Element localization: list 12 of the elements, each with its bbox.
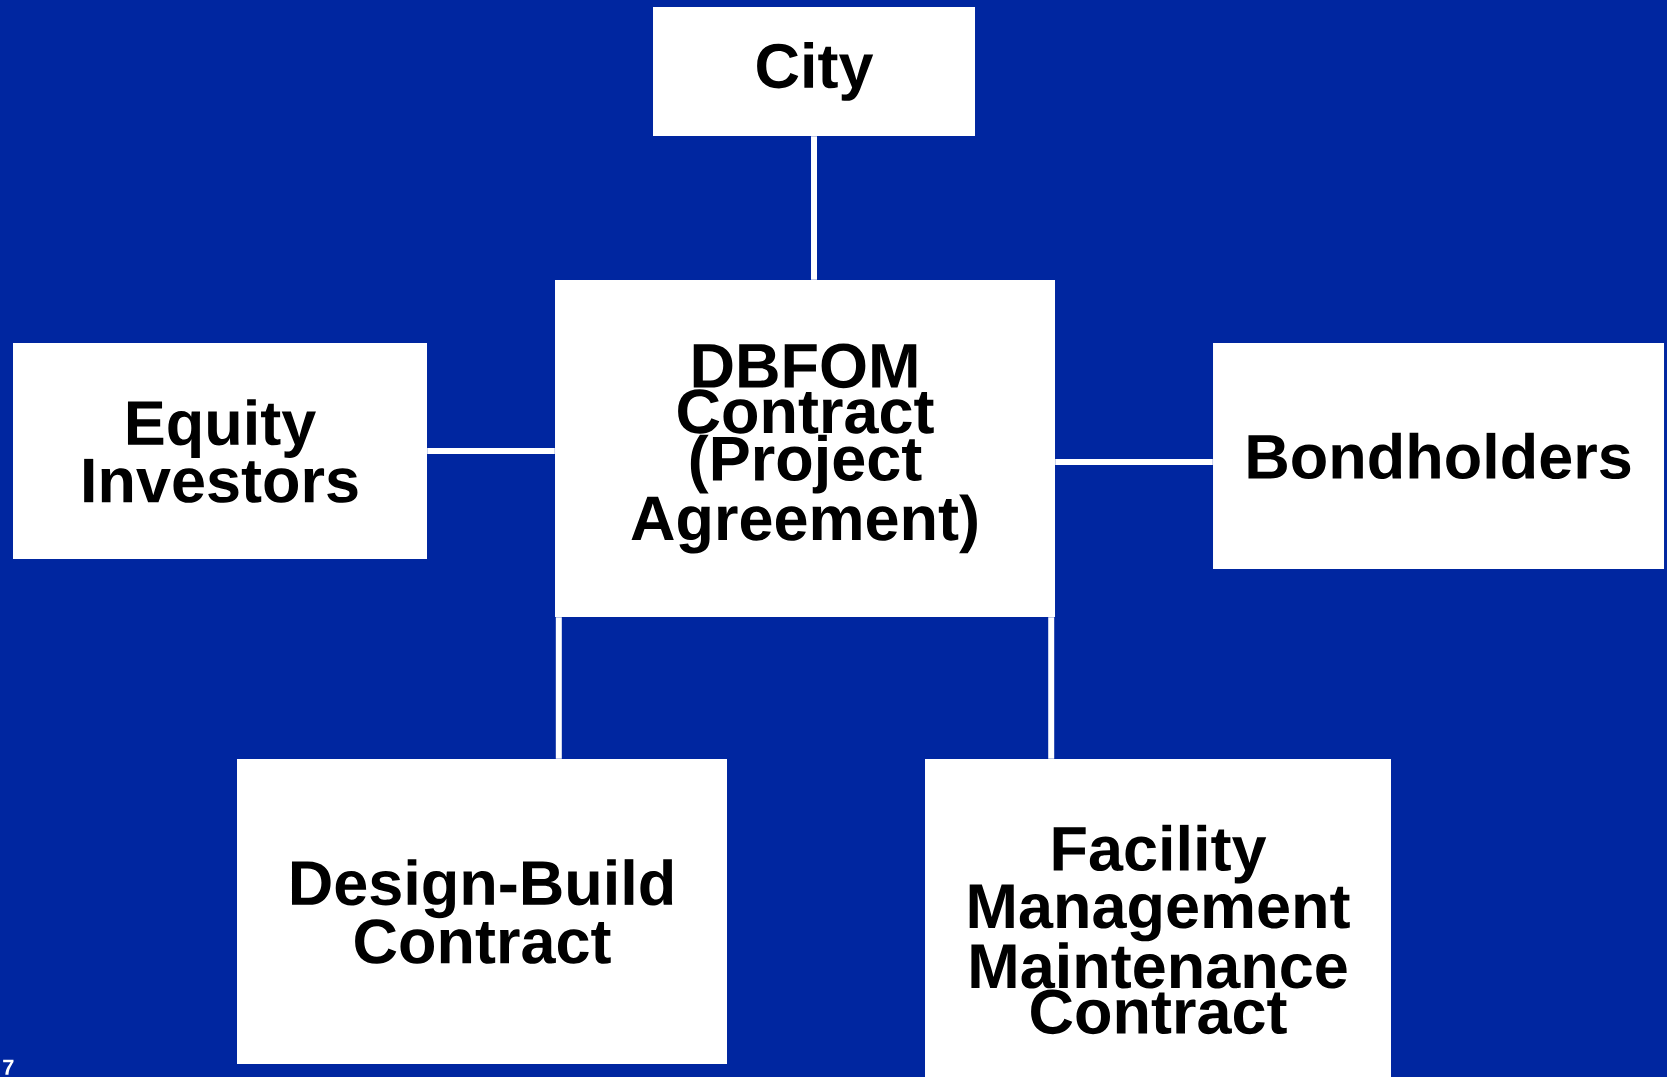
box: Equity Investors: [13, 343, 427, 559]
box: City: [653, 7, 975, 136]
box: Design-Build Contract: [237, 759, 727, 1064]
connector: [555, 617, 562, 759]
box: Bondholders: [1213, 343, 1664, 569]
connector: [1048, 617, 1055, 759]
page-number: 7: [3, 1059, 14, 1075]
connector: [1055, 459, 1213, 465]
box: DBFOM Contract (Project Agreement): [555, 280, 1055, 617]
box: Facility Management Maintenance Contract: [925, 759, 1391, 1077]
connector: [427, 448, 555, 454]
connector: [811, 136, 817, 280]
